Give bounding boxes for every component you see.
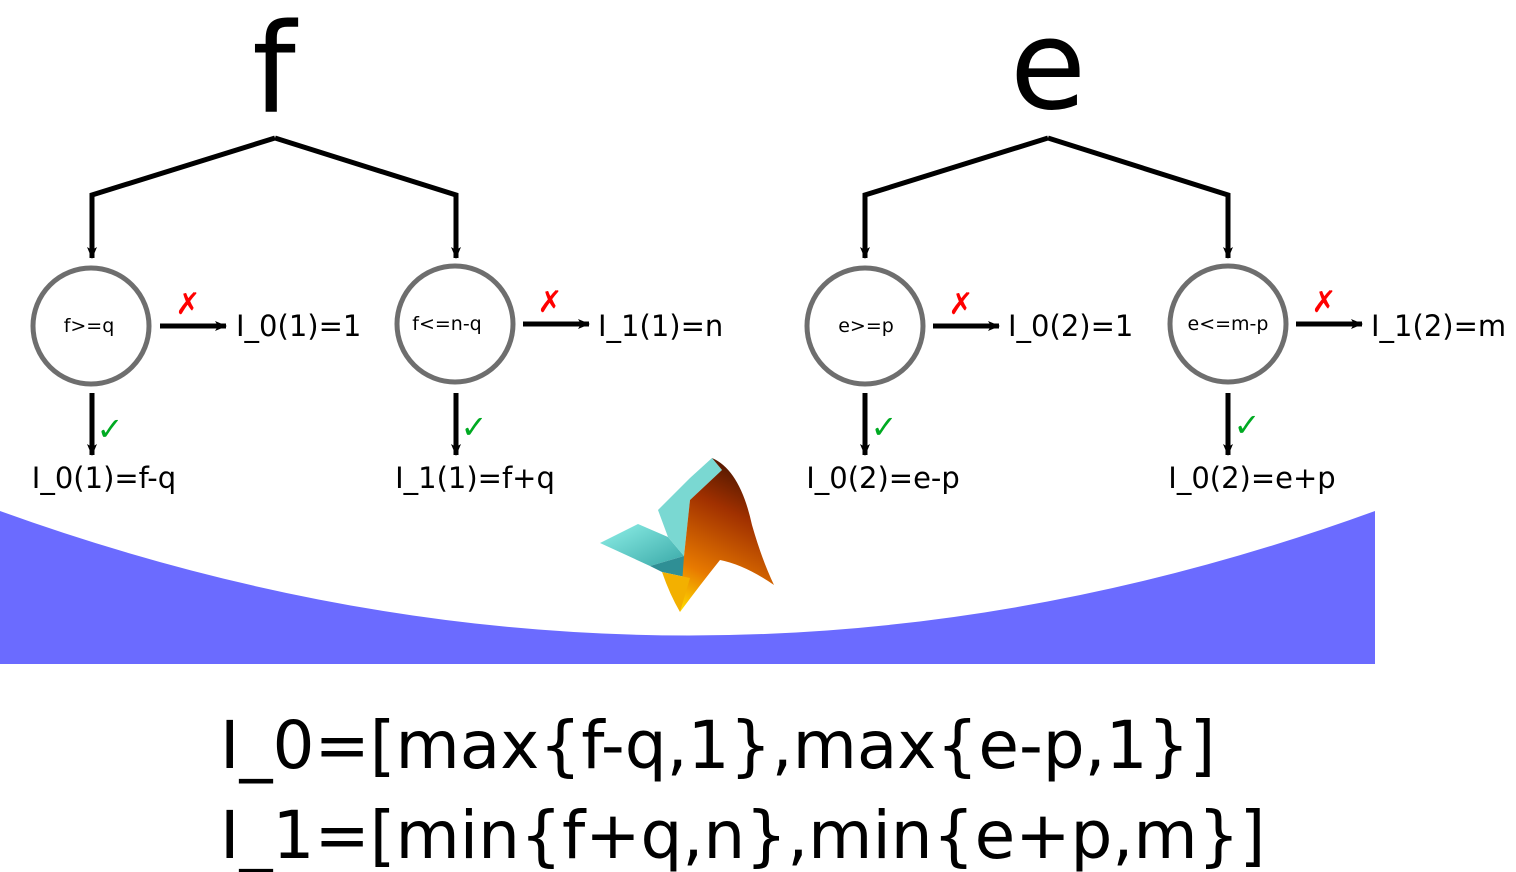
fail-mark-icon: ✗ [1311, 285, 1336, 320]
condition-label: f>=q [64, 315, 115, 337]
tree-root-label: e [1010, 0, 1086, 138]
matlab-logo-icon [600, 458, 774, 612]
fail-result-label: I_1(1)=n [598, 309, 723, 343]
condition-label: e>=p [838, 315, 894, 337]
condition-label: f<=n-q [412, 313, 482, 335]
fail-mark-icon: ✗ [948, 287, 973, 322]
condition-node [394, 263, 516, 385]
fail-result-label: I_0(2)=1 [1008, 309, 1133, 343]
branch-lines [89, 135, 456, 258]
condition-node [804, 265, 926, 387]
fail-result-label: I_0(1)=1 [236, 309, 361, 343]
pass-mark-icon: ✓ [1234, 406, 1261, 444]
background-band [0, 511, 1375, 664]
fail-mark-icon: ✗ [537, 285, 562, 320]
fail-mark-icon: ✗ [175, 287, 200, 322]
pass-mark-icon: ✓ [97, 410, 124, 448]
tree-root-label: f [252, 0, 299, 142]
branch-lines [862, 135, 1228, 258]
tree-e: e e>=p ✗ I_0(2)=1 ✓ I_0(2)=e-p e<=m-p ✗ … [804, 0, 1506, 495]
fail-result-label: I_1(2)=m [1371, 309, 1506, 343]
pass-mark-icon: ✓ [871, 408, 898, 446]
pass-mark-icon: ✓ [461, 408, 488, 446]
pass-result-label: I_0(2)=e-p [806, 461, 960, 495]
tree-f: f f>=q ✗ I_0(1)=1 ✓ I_0(1)=f-q f<=n-q ✗ … [30, 0, 723, 495]
pass-result-label: I_0(1)=f-q [32, 461, 176, 495]
formula-upper-bound: I_1=[min{f+q,n},min{e+p,m}] [220, 797, 1265, 872]
condition-node [30, 265, 152, 387]
pass-result-label: I_0(2)=e+p [1168, 461, 1335, 495]
formula-lower-bound: I_0=[max{f-q,1},max{e-p,1}] [220, 707, 1215, 784]
condition-node [1167, 263, 1289, 385]
pass-result-label: I_1(1)=f+q [395, 461, 555, 495]
condition-label: e<=m-p [1188, 313, 1269, 335]
